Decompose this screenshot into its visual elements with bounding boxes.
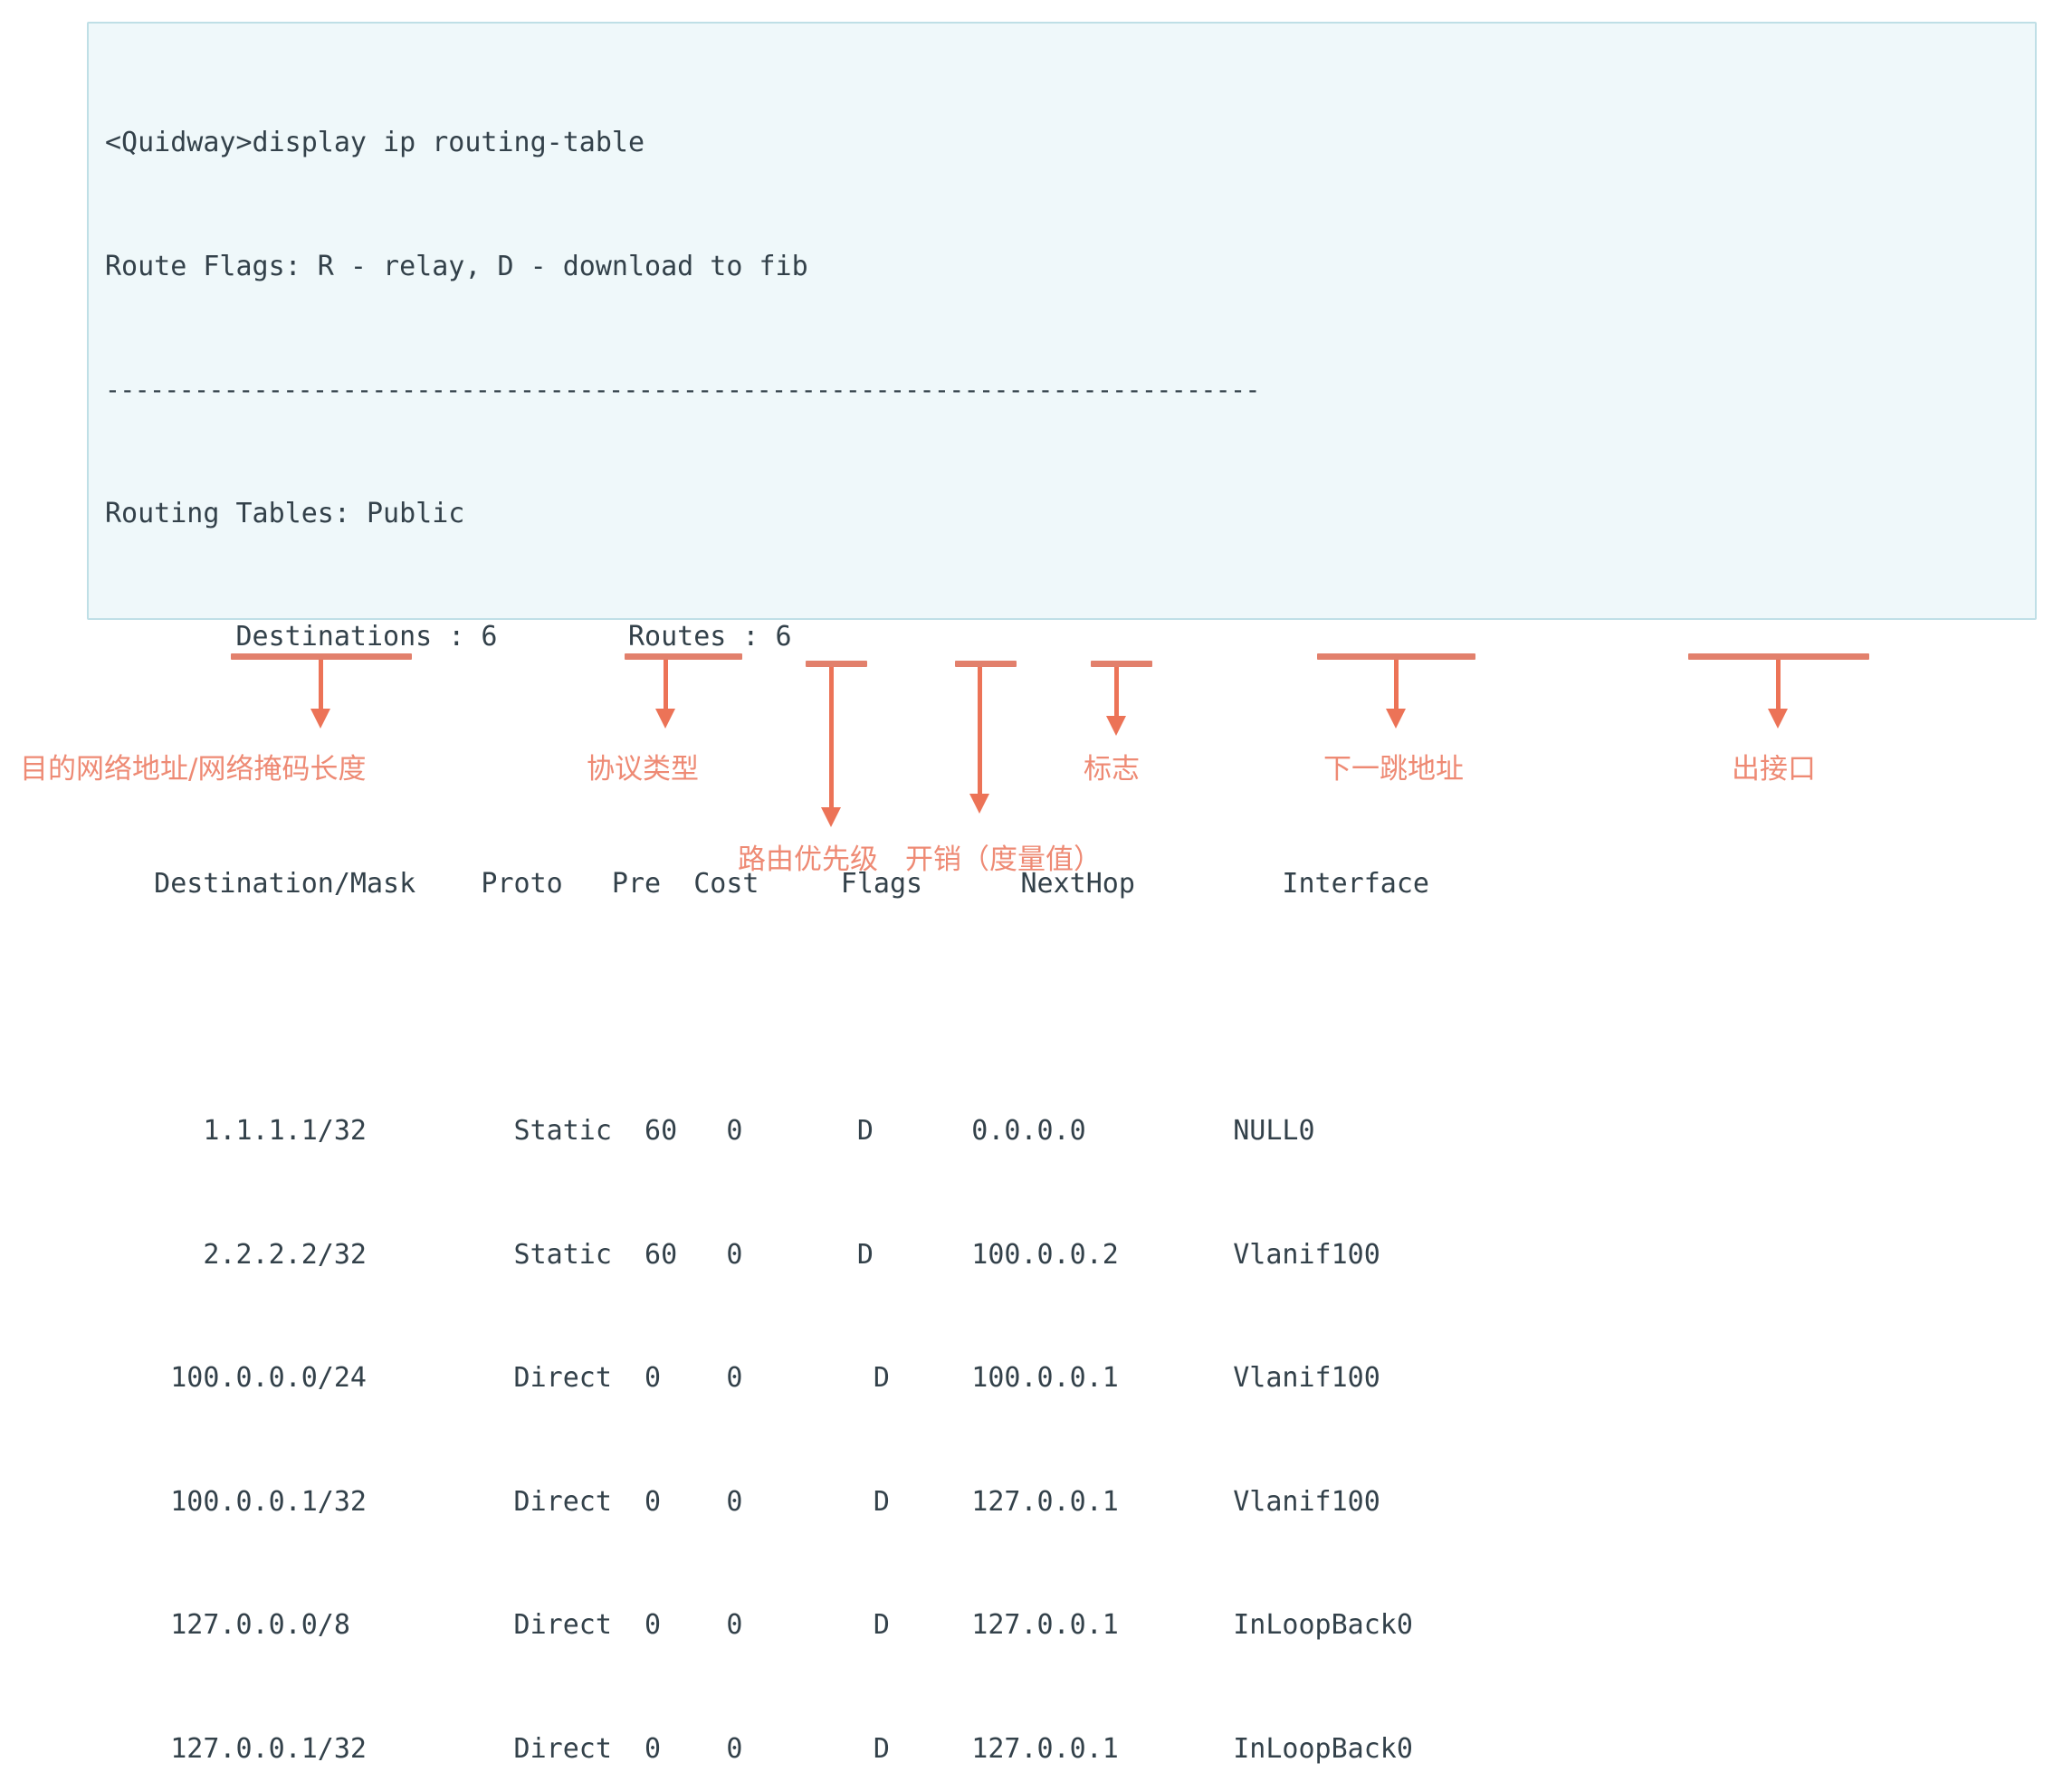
prompt-line: <Quidway>display ip routing-table (105, 127, 645, 158)
routing-tables-line: Routing Tables: Public (105, 497, 465, 529)
terminal-text-block: <Quidway>display ip routing-table Route … (105, 40, 2029, 1772)
table-header-line: Destination/Mask Proto Pre Cost Flags Ne… (105, 868, 1429, 900)
table-row: 2.2.2.2/32 Static 60 0 D 100.0.0.2 Vlani… (105, 1238, 1380, 1271)
separator-line: ----------------------------------------… (105, 375, 1260, 405)
blank-line (105, 740, 2029, 782)
table-row: 127.0.0.0/8 Direct 0 0 D 127.0.0.1 InLoo… (105, 1609, 1413, 1641)
table-row: 100.0.0.1/32 Direct 0 0 D 127.0.0.1 Vlan… (105, 1485, 1380, 1518)
routing-table-output-panel: <Quidway>display ip routing-table Route … (87, 22, 2037, 1765)
table-row: 127.0.0.1/32 Direct 0 0 D 127.0.0.1 InLo… (105, 1732, 1413, 1765)
table-row: 100.0.0.0/24 Direct 0 0 D 100.0.0.1 Vlan… (105, 1362, 1380, 1394)
table-row: 1.1.1.1/32 Static 60 0 D 0.0.0.0 NULL0 (105, 1115, 1315, 1147)
blank-line-2 (105, 987, 2029, 1029)
destinations-routes-count-line: Destinations : 6 Routes : 6 (105, 621, 792, 653)
route-flags-line: Route Flags: R - relay, D - download to … (105, 250, 808, 282)
